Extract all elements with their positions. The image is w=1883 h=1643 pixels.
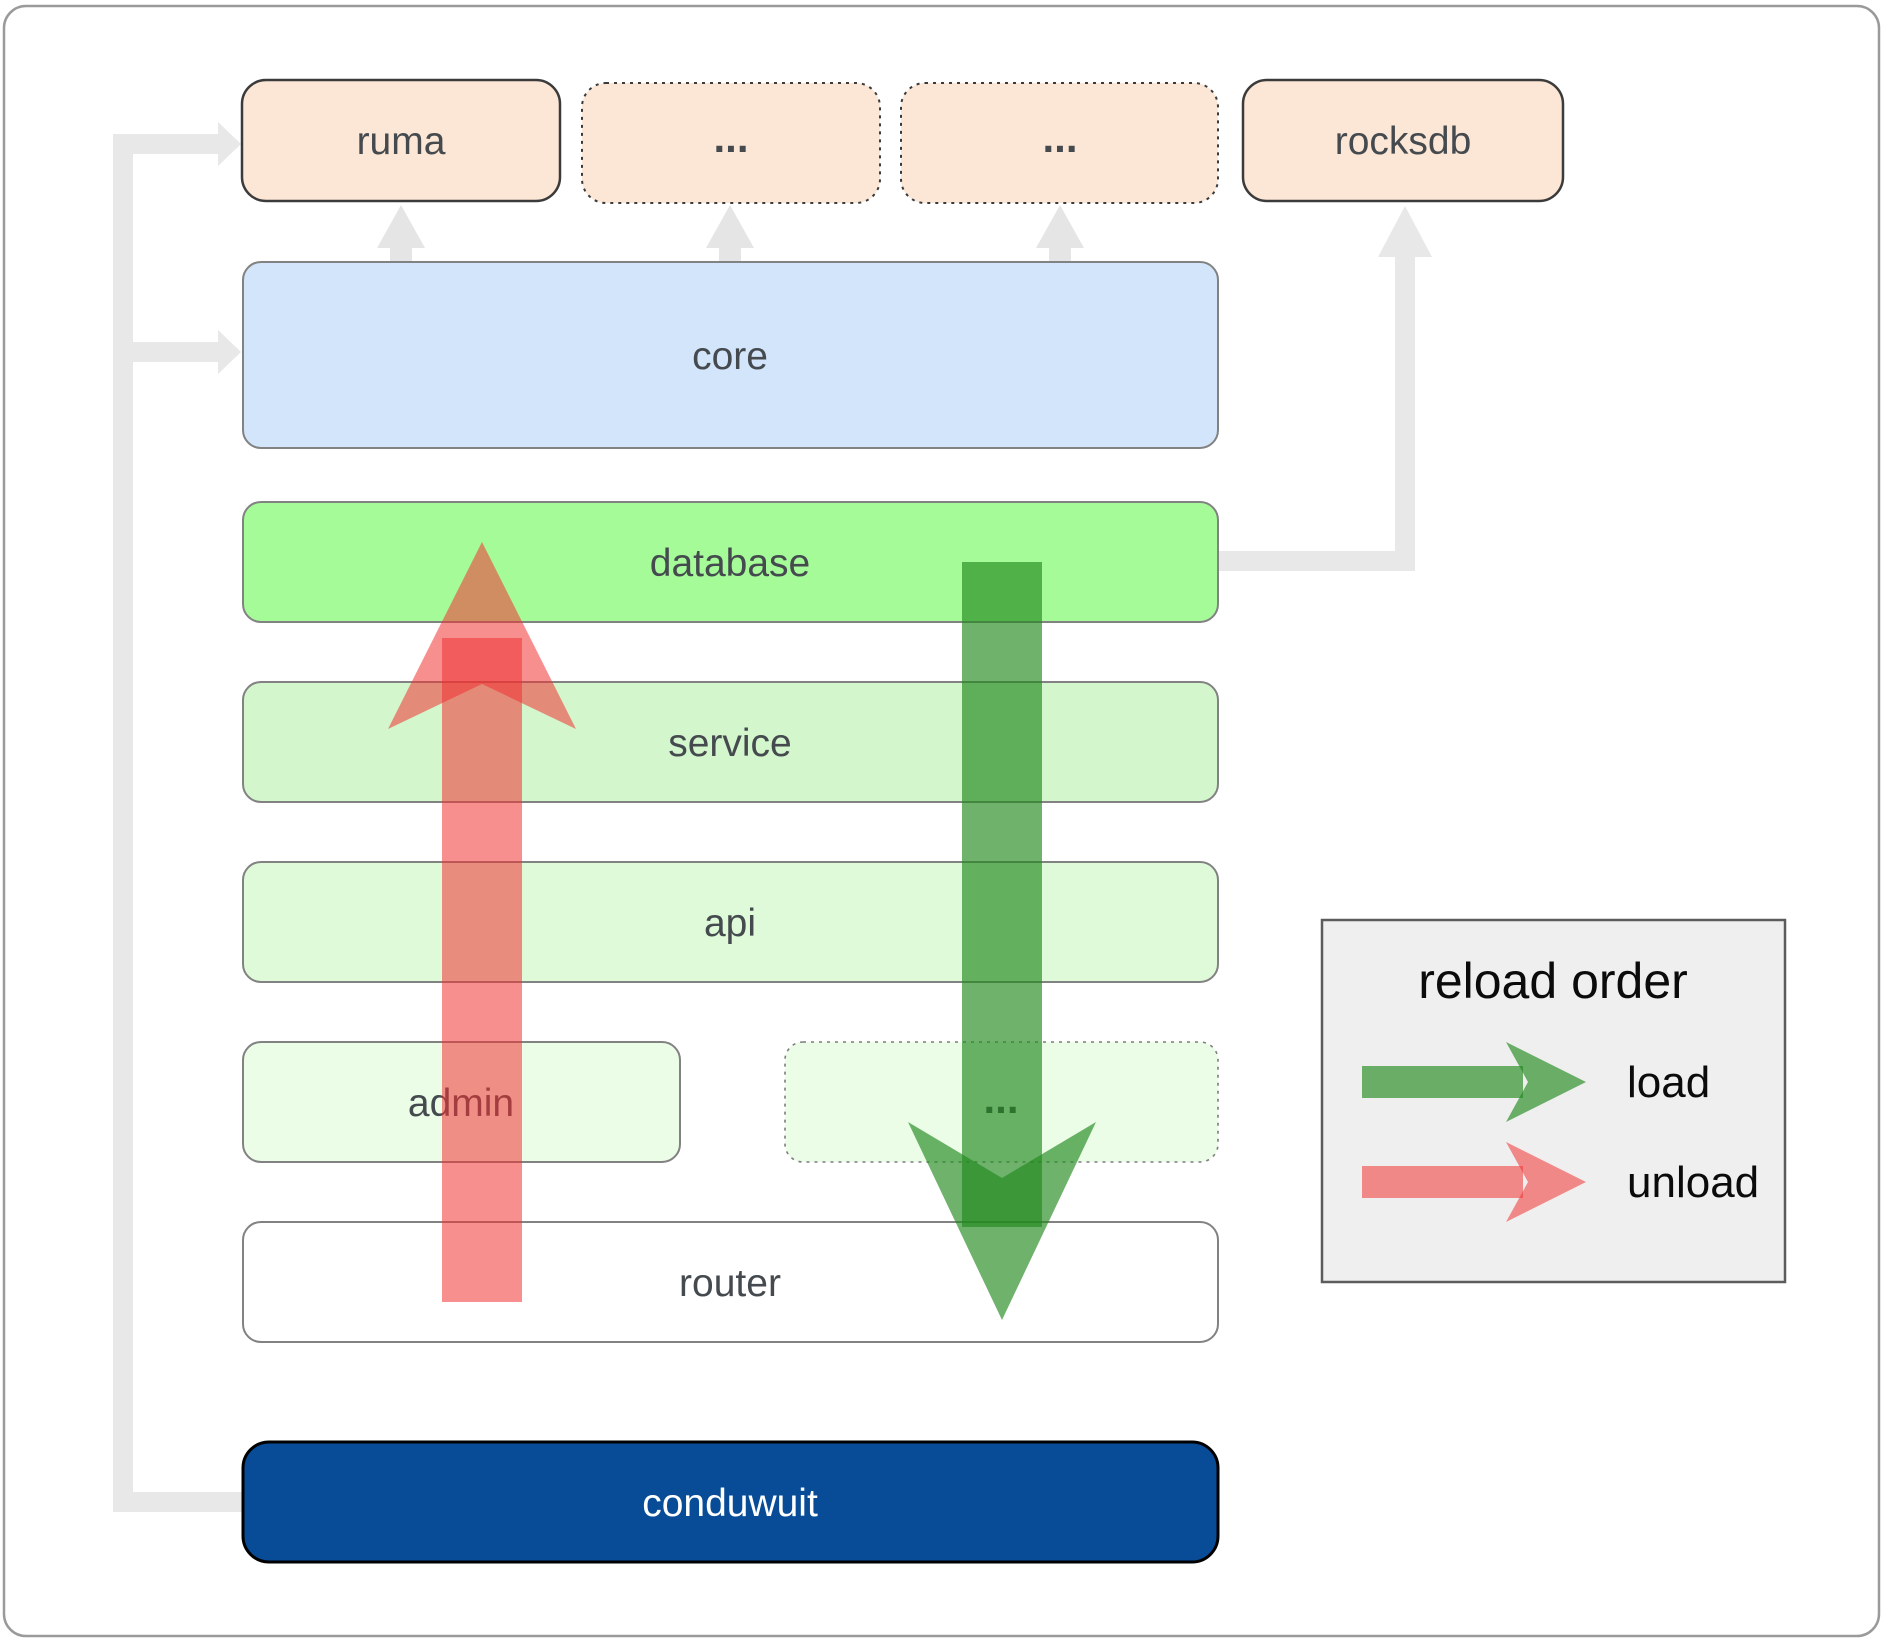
connectors-core-to-top-row [377, 205, 1084, 263]
node-ellipsis-2-box [900, 82, 1219, 204]
legend: reload order load unload [1320, 918, 1787, 1284]
connector-vertical [1395, 255, 1415, 571]
node-ellipsis-2-label: ... [1042, 114, 1077, 161]
connector-database-to-rocksdb [1218, 206, 1432, 571]
legend-load-arrowhead-icon [1506, 1042, 1586, 1122]
canvas-border [2, 4, 1881, 1638]
node-ruma: ruma [240, 78, 562, 203]
node-router: router [242, 1221, 1219, 1343]
legend-box [1320, 918, 1787, 1284]
connector-horizontal [1218, 551, 1415, 571]
node-service-label: service [668, 722, 792, 765]
node-core-label: core [692, 335, 768, 378]
legend-unload-arrowhead-icon [1506, 1142, 1586, 1222]
load-arrow-shaft [962, 562, 1042, 1227]
connector-stub [390, 247, 412, 263]
node-rocksdb: rocksdb [1241, 78, 1565, 203]
connector-stub [1049, 247, 1071, 263]
arrowhead-right-icon [218, 330, 241, 374]
node-rocksdb-label: rocksdb [1335, 120, 1472, 163]
load-arrow [908, 562, 1096, 1320]
node-core: core [242, 261, 1219, 449]
connector-branch-core [113, 342, 218, 362]
connector-branch-ruma [113, 134, 218, 154]
node-api-label: api [704, 902, 756, 945]
arrowhead-up-icon [706, 205, 754, 248]
node-service: service [242, 681, 1219, 803]
node-database-label: database [650, 542, 810, 585]
legend-load-row: load [1362, 1042, 1710, 1122]
node-ruma-box [240, 78, 562, 203]
arrowhead-right-icon [218, 122, 241, 166]
node-ellipsis-1: ... [581, 82, 881, 204]
node-rocksdb-box [1241, 78, 1565, 203]
unload-arrow-shaft [442, 638, 522, 1302]
node-ruma-label: ruma [357, 120, 446, 163]
unload-arrow [388, 542, 576, 1302]
legend-unload-arrow-shaft [1362, 1166, 1523, 1198]
arrowhead-up-icon [377, 205, 425, 248]
connector-vertical-line [113, 134, 133, 1512]
arrowhead-up-icon [1036, 205, 1084, 248]
load-arrowhead-icon [908, 1122, 1096, 1320]
connector-conduwuit-to-ruma-core [113, 122, 243, 1512]
node-router-label: router [679, 1262, 781, 1305]
node-api: api [242, 861, 1219, 983]
node-conduwuit: conduwuit [241, 1440, 1220, 1564]
legend-unload-label: unload [1627, 1158, 1759, 1207]
node-ellipsis-2: ... [900, 82, 1219, 204]
legend-load-arrow-shaft [1362, 1066, 1523, 1098]
node-ellipsis-1-box [581, 82, 881, 204]
connector-elbow-bottom [113, 1492, 243, 1512]
node-conduwuit-label: conduwuit [642, 1482, 818, 1525]
node-core-box [242, 261, 1219, 449]
legend-load-label: load [1627, 1058, 1710, 1107]
node-conduwuit-box [241, 1440, 1220, 1564]
legend-title: reload order [1418, 953, 1688, 1009]
node-ellipsis-1-label: ... [713, 114, 748, 161]
node-database: database [242, 501, 1219, 623]
connector-stub [719, 247, 741, 263]
legend-unload-row: unload [1362, 1142, 1759, 1222]
arrowhead-up-icon [1378, 206, 1432, 257]
unload-arrowhead-icon [388, 542, 576, 729]
